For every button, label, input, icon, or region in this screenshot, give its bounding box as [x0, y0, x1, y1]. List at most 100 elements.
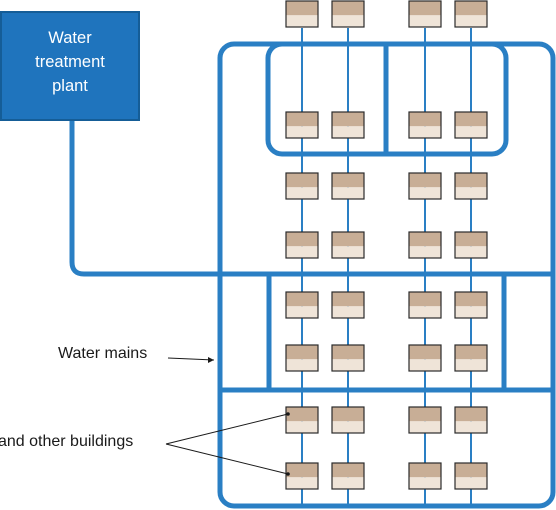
building-outline [285, 406, 319, 434]
building-base [286, 246, 318, 258]
building [285, 344, 319, 372]
building-outline [331, 111, 365, 139]
building [408, 462, 442, 490]
building-outline [285, 0, 319, 28]
building-base [409, 306, 441, 318]
building-base [286, 477, 318, 489]
building-base [332, 306, 364, 318]
building-base [332, 187, 364, 199]
building [285, 231, 319, 259]
mains-callout-arrow [208, 357, 214, 363]
building-roof [286, 292, 318, 307]
building-roof [286, 232, 318, 247]
building-base [332, 421, 364, 433]
plant-box [0, 11, 140, 121]
building-outline [408, 0, 442, 28]
building-base [409, 246, 441, 258]
building [331, 344, 365, 372]
plant-label-line-3: plant [52, 77, 88, 95]
building-roof [286, 407, 318, 422]
building-base [332, 246, 364, 258]
building-roof [286, 345, 318, 360]
building [454, 172, 488, 200]
building-outline [454, 291, 488, 319]
building-base [332, 477, 364, 489]
building [454, 291, 488, 319]
building-outline [285, 231, 319, 259]
buildings-callout-line-lower [165, 443, 289, 475]
building [331, 462, 365, 490]
building-roof [332, 407, 364, 422]
building-outline [285, 462, 319, 490]
building-outline [408, 406, 442, 434]
building [408, 111, 442, 139]
buildings-callout-dot-upper [286, 412, 290, 416]
building [285, 406, 319, 434]
buildings-callout-dot-lower [286, 472, 290, 476]
building-outline [454, 406, 488, 434]
building-roof [286, 173, 318, 188]
building-roof [409, 292, 441, 307]
building-roof [332, 292, 364, 307]
building-roof [455, 1, 487, 16]
building [454, 0, 488, 28]
building-base [286, 187, 318, 199]
building-outline [454, 0, 488, 28]
callout-lines [165, 357, 290, 476]
building-base [409, 477, 441, 489]
building-roof [455, 232, 487, 247]
building-outline [408, 291, 442, 319]
building [331, 0, 365, 28]
building [285, 172, 319, 200]
building-base [409, 187, 441, 199]
buildings [285, 0, 488, 490]
building-base [332, 15, 364, 27]
building-roof [286, 1, 318, 16]
building-base [286, 421, 318, 433]
building [408, 291, 442, 319]
building-base [455, 187, 487, 199]
building-outline [454, 344, 488, 372]
building-outline [408, 111, 442, 139]
building-roof [332, 112, 364, 127]
building-base [286, 126, 318, 138]
building-base [455, 359, 487, 371]
building-base [286, 359, 318, 371]
mains-callout-line [167, 357, 215, 361]
building [285, 0, 319, 28]
building-outline [454, 462, 488, 490]
building-base [455, 306, 487, 318]
building-roof [409, 173, 441, 188]
water-main-pipes [69, 41, 556, 509]
building-roof [332, 173, 364, 188]
building-roof [455, 463, 487, 478]
building [454, 231, 488, 259]
building-outline [331, 231, 365, 259]
building-roof [332, 232, 364, 247]
building-outline [331, 344, 365, 372]
water-mains-label: Water mains [58, 345, 148, 362]
building-outline [285, 172, 319, 200]
building-base [286, 306, 318, 318]
building [454, 406, 488, 434]
water-treatment-plant [0, 11, 140, 121]
building-roof [409, 407, 441, 422]
plant-label-line-2: treatment [35, 53, 105, 71]
supply-main-pipe [69, 117, 225, 277]
building-outline [454, 231, 488, 259]
building-outline [331, 172, 365, 200]
building-roof [455, 292, 487, 307]
building-base [409, 359, 441, 371]
building-roof [332, 345, 364, 360]
building-outline [408, 462, 442, 490]
building-base [332, 126, 364, 138]
building-roof [332, 1, 364, 16]
building-base [455, 246, 487, 258]
building-outline [408, 172, 442, 200]
building-roof [409, 112, 441, 127]
building-roof [455, 345, 487, 360]
building-roof [286, 463, 318, 478]
plant-label: Water treatment plant [0, 26, 140, 98]
building-roof [409, 232, 441, 247]
